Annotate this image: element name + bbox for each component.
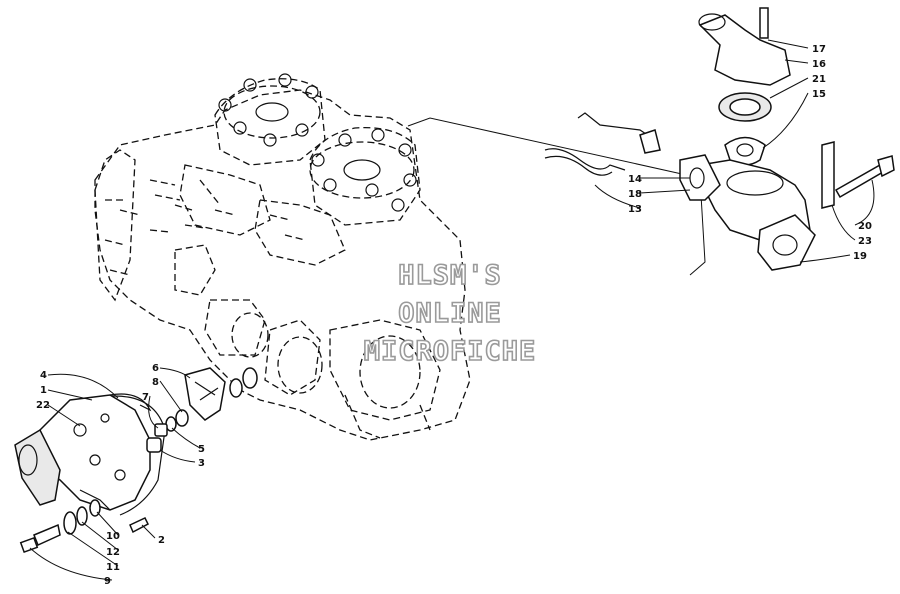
watermark-line-2: ONLINE <box>398 298 502 329</box>
callout-10: 10 <box>106 531 120 542</box>
callout-11: 11 <box>106 562 120 573</box>
callout-19: 19 <box>853 251 867 262</box>
watermark-line-1: HLSM'S <box>398 260 502 291</box>
watermark-line-3: MICROFICHE <box>364 336 537 367</box>
callout-4: 4 <box>40 370 47 381</box>
callout-21: 21 <box>812 74 826 85</box>
callout-2: 2 <box>158 535 165 546</box>
callout-22: 22 <box>36 400 50 411</box>
callout-17: 17 <box>812 44 826 55</box>
callout-labels: 17 16 21 15 14 18 13 20 23 19 4 1 22 6 8… <box>36 44 872 587</box>
callout-16: 16 <box>812 59 826 70</box>
callout-12: 12 <box>106 547 120 558</box>
callout-23: 23 <box>858 236 872 247</box>
water-pump-assembly <box>14 367 258 554</box>
callout-1: 1 <box>40 385 47 396</box>
callout-20: 20 <box>858 221 872 232</box>
callout-18: 18 <box>628 189 642 200</box>
callout-8: 8 <box>152 377 159 388</box>
engine-block <box>94 73 471 441</box>
callout-13: 13 <box>628 204 642 215</box>
leader-lines <box>29 39 875 581</box>
callout-14: 14 <box>628 174 642 185</box>
watermark: HLSM'S ONLINE MICROFICHE <box>363 259 537 368</box>
callout-3: 3 <box>198 458 205 469</box>
callout-9: 9 <box>104 576 111 587</box>
callout-7: 7 <box>142 392 149 403</box>
callout-5: 5 <box>198 444 205 455</box>
coolant-route-line <box>407 117 706 276</box>
callout-15: 15 <box>812 89 826 100</box>
callout-6: 6 <box>152 363 159 374</box>
thermostat-housing-assembly <box>544 7 895 271</box>
